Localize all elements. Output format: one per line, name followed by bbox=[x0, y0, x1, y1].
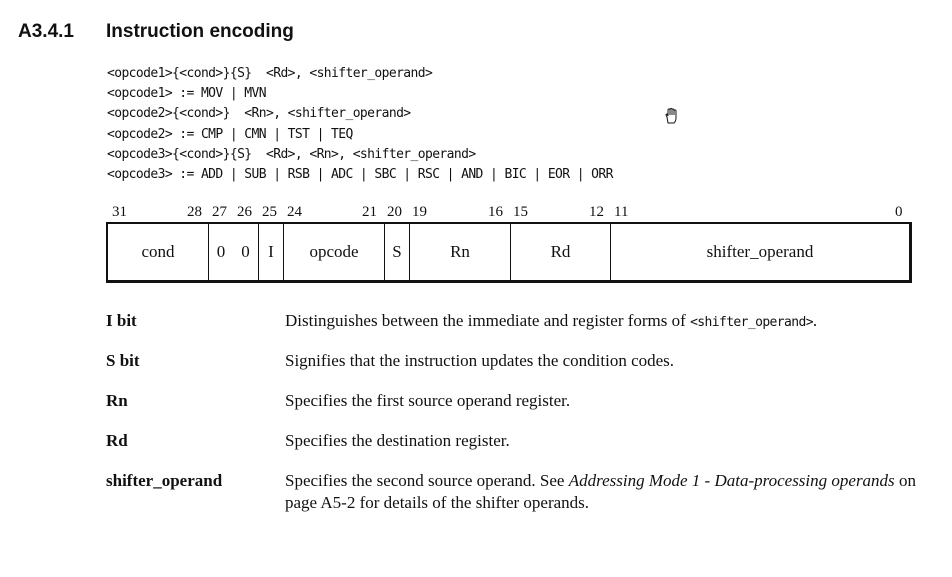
field-divider bbox=[258, 224, 259, 280]
field-i-bit: I bbox=[268, 242, 274, 261]
bit-number-31: 31 bbox=[112, 204, 127, 220]
field-divider bbox=[610, 224, 611, 280]
syntax-line: <opcode3> := ADD | SUB | RSB | ADC | SBC… bbox=[107, 166, 613, 182]
bit-number-26: 26 bbox=[237, 204, 252, 220]
definition-term-rd: Rd bbox=[106, 431, 128, 450]
field-divider bbox=[208, 224, 209, 280]
bit-number-25: 25 bbox=[262, 204, 277, 220]
bit-number-19: 19 bbox=[412, 204, 427, 220]
definition-text-s-bit: Signifies that the instruction updates t… bbox=[285, 351, 675, 370]
bit-number-15: 15 bbox=[513, 204, 528, 220]
field-bit-26: 0 bbox=[241, 242, 250, 261]
field-s-bit: S bbox=[392, 242, 402, 261]
field-shifter-operand: shifter_operand bbox=[706, 242, 814, 261]
bit-number-27: 27 bbox=[212, 204, 227, 220]
field-bit-27: 0 bbox=[216, 242, 226, 261]
section-title: Instruction encoding bbox=[106, 21, 294, 42]
field-cond: cond bbox=[141, 242, 175, 261]
definition-text-shifter-operand: Specifies the second source operand. See… bbox=[285, 470, 925, 514]
definition-term-s-bit: S bit bbox=[106, 351, 140, 370]
bit-number-12: 12 bbox=[589, 204, 604, 220]
definition-term-i-bit: I bit bbox=[106, 311, 137, 330]
definition-text-i-bit: Distinguishes between the immediate and … bbox=[285, 310, 925, 334]
cross-reference-link[interactable]: Addressing Mode 1 - Data-processing oper… bbox=[568, 471, 895, 490]
bit-number-20: 20 bbox=[387, 204, 402, 220]
bit-number-24: 24 bbox=[287, 204, 302, 220]
syntax-block: <opcode1>{<cond>}{S} <Rd>, <shifter_oper… bbox=[107, 64, 613, 185]
bit-number-11: 11 bbox=[614, 204, 629, 220]
field-rn: Rn bbox=[450, 242, 470, 261]
definition-text: on page A5-2 for details of the shifter … bbox=[285, 471, 916, 512]
syntax-line: <opcode2> := CMP | CMN | TST | TEQ bbox=[107, 126, 353, 142]
definition-term-shifter-operand: shifter_operand bbox=[106, 471, 223, 490]
definition-code: <shifter_operand> bbox=[690, 315, 813, 330]
definition-text: . bbox=[812, 311, 818, 330]
field-divider bbox=[510, 224, 511, 280]
hand-cursor-icon bbox=[665, 107, 677, 124]
syntax-line: <opcode1>{<cond>}{S} <Rd>, <shifter_oper… bbox=[107, 66, 433, 81]
bit-number-21: 21 bbox=[362, 204, 377, 220]
syntax-line: <opcode3>{<cond>}{S} <Rd>, <Rn>, <shifte… bbox=[107, 146, 476, 162]
bit-number-16: 16 bbox=[488, 204, 503, 220]
definition-text-rn: Specifies the first source operand regis… bbox=[285, 391, 571, 410]
section-number: A3.4.1 bbox=[18, 21, 74, 42]
encoding-diagram: cond 0 0 I opcode S Rn Rd shifter_operan… bbox=[106, 222, 912, 283]
definition-text-rd: Specifies the destination register. bbox=[285, 431, 510, 450]
field-rd: Rd bbox=[550, 242, 571, 261]
field-opcode: opcode bbox=[309, 242, 359, 261]
field-divider bbox=[409, 224, 410, 280]
field-divider bbox=[283, 224, 284, 280]
definition-term-rn: Rn bbox=[106, 391, 128, 410]
syntax-line: <opcode2>{<cond>} <Rn>, <shifter_operand… bbox=[107, 106, 411, 122]
bit-number-28: 28 bbox=[187, 204, 202, 220]
syntax-line: <opcode1> := MOV | MVN bbox=[107, 86, 267, 102]
definition-text: Distinguishes between the immediate and … bbox=[285, 311, 691, 330]
definition-text: Specifies the second source operand. See bbox=[285, 471, 569, 490]
bit-number-0: 0 bbox=[895, 204, 903, 220]
field-divider bbox=[384, 224, 385, 280]
